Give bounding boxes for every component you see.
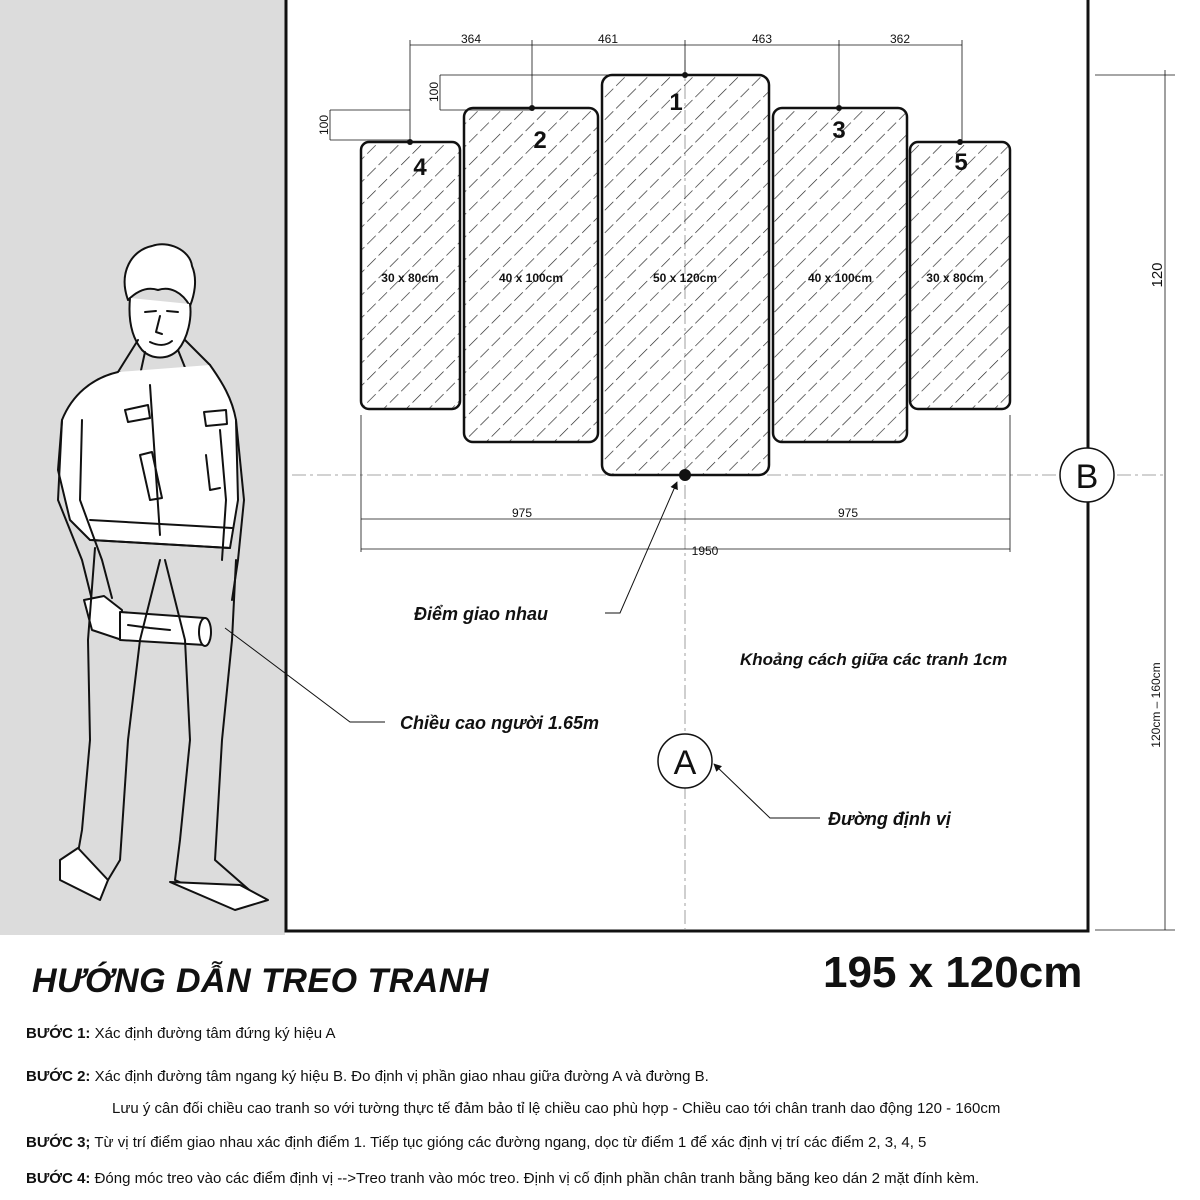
panel-1-number: 1 <box>669 89 682 116</box>
height-dim: 120 <box>1149 262 1166 287</box>
wall-hanging-diagram: 364 461 463 362 100 100 4 30 x 80cm 2 40… <box>0 0 1175 935</box>
step-4-text: Đóng móc treo vào các điểm định vị -->Tr… <box>94 1170 980 1187</box>
person-figure <box>57 243 269 911</box>
person-leader <box>224 627 385 723</box>
intersection-label: Điểm giao nhau <box>414 604 548 624</box>
spacing-label: Khoảng cách giữa các tranh 1cm <box>740 650 1007 669</box>
total-size: 195 x 120cm <box>823 948 1083 997</box>
floor-height-dim: 120cm – 160cm <box>1149 662 1163 747</box>
locator-leader <box>713 763 820 819</box>
offset-dim-2: 100 <box>317 115 331 135</box>
axis-b-marker: B <box>1059 447 1115 503</box>
person-height-label: Chiều cao người 1.65m <box>400 713 599 733</box>
panel-3-size: 40 x 100cm <box>808 271 872 285</box>
panel-2-size: 40 x 100cm <box>499 271 563 285</box>
step-3-label: BƯỚC 3; <box>26 1134 91 1151</box>
step-2-label: BƯỚC 2: <box>26 1068 91 1085</box>
panel-3-number: 3 <box>832 117 845 144</box>
svg-text:B: B <box>1076 458 1099 496</box>
half-width-left: 975 <box>512 506 532 520</box>
height-dimension <box>1095 70 1175 931</box>
locator-line-label: Đường định vị <box>828 809 952 829</box>
panel-4-number: 4 <box>413 154 427 181</box>
panel-4: 4 30 x 80cm <box>359 139 462 411</box>
step-2-note: Lưu ý cân đối chiều cao tranh so với tườ… <box>112 1100 1001 1117</box>
step-3: BƯỚC 3; Từ vị trí điểm giao nhau xác địn… <box>26 1134 926 1151</box>
panel-4-size: 30 x 80cm <box>381 271 438 285</box>
step-1: BƯỚC 1: Xác định đường tâm đứng ký hiệu … <box>26 1025 336 1042</box>
step-2-text: Xác định đường tâm ngang ký hiệu B. Đo đ… <box>94 1068 709 1085</box>
width-dimension <box>360 415 1011 552</box>
offset-dim-1: 100 <box>427 82 441 102</box>
panel-5-number: 5 <box>954 149 967 176</box>
axis-a-marker: A <box>657 733 713 789</box>
guide-title: HƯỚNG DẪN TREO TRANH <box>32 962 489 1000</box>
panel-3: 3 40 x 100cm <box>771 105 909 444</box>
step-1-label: BƯỚC 1: <box>26 1025 91 1042</box>
panel-1-size: 50 x 120cm <box>653 271 717 285</box>
half-width-right: 975 <box>838 506 858 520</box>
gap-dim-3: 463 <box>752 32 772 46</box>
gap-dim-1: 364 <box>461 32 481 46</box>
step-2: BƯỚC 2: Xác định đường tâm ngang ký hiệu… <box>26 1068 709 1085</box>
step-1-text: Xác định đường tâm đứng ký hiệu A <box>94 1025 336 1042</box>
svg-text:A: A <box>674 744 697 782</box>
intersection-point <box>679 469 691 481</box>
panel-2: 2 40 x 100cm <box>462 105 600 444</box>
panel-5-size: 30 x 80cm <box>926 271 983 285</box>
step-3-text: Từ vị trí điểm giao nhau xác định điểm 1… <box>94 1134 927 1151</box>
gap-dim-2: 461 <box>598 32 618 46</box>
intersection-leader <box>605 481 678 614</box>
gap-dim-4: 362 <box>890 32 910 46</box>
panel-1: 1 50 x 120cm <box>600 72 771 477</box>
step-4-label: BƯỚC 4: <box>26 1170 91 1187</box>
panel-2-number: 2 <box>533 127 546 154</box>
panel-5: 5 30 x 80cm <box>908 139 1012 411</box>
step-4: BƯỚC 4: Đóng móc treo vào các điểm định … <box>26 1170 979 1187</box>
total-width: 1950 <box>692 544 719 558</box>
